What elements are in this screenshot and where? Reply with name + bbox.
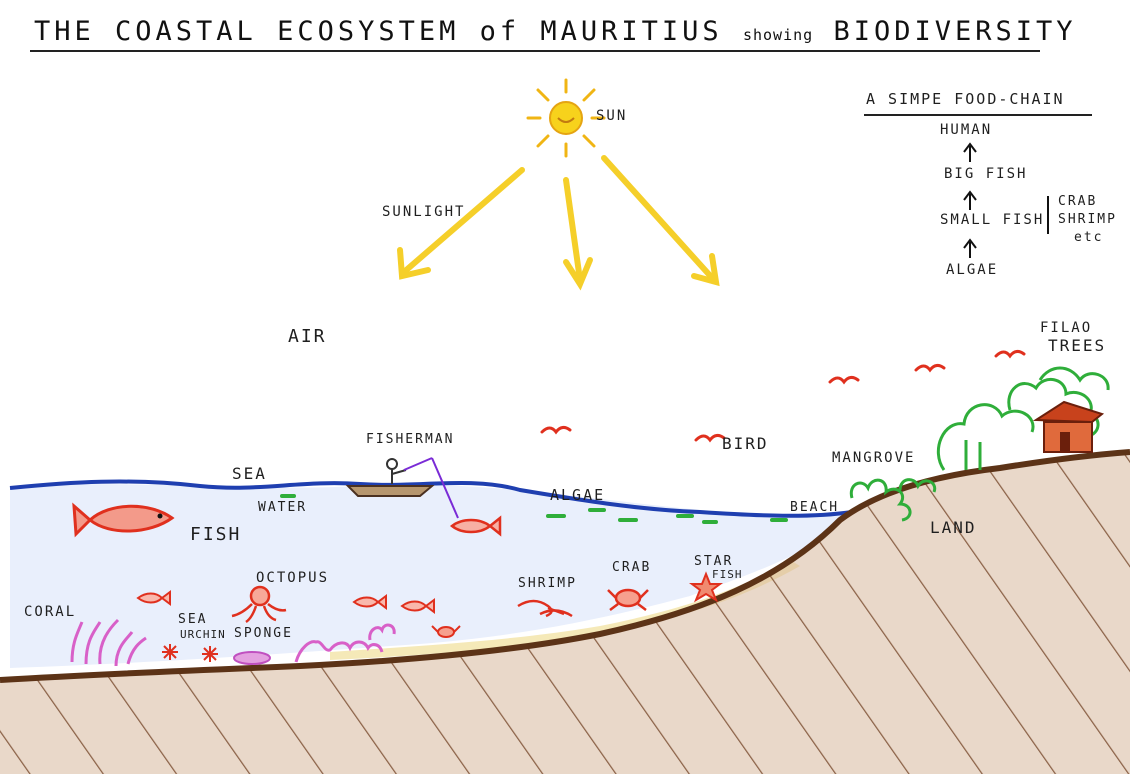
label-trees: TREES bbox=[1048, 336, 1107, 355]
food-chain-small-fish: SMALL FISH bbox=[940, 212, 1045, 228]
land-hatching bbox=[0, 452, 1130, 774]
food-chain-underline bbox=[864, 114, 1092, 116]
octopus-icon bbox=[231, 585, 287, 624]
label-sponge: SPONGE bbox=[234, 626, 293, 641]
sunlight-arrows bbox=[397, 155, 720, 291]
small-crab-icon bbox=[431, 625, 461, 638]
filao-trees-icon bbox=[937, 366, 1110, 471]
sun-icon bbox=[526, 78, 606, 158]
starfish-icon bbox=[689, 571, 723, 603]
mangrove-icon bbox=[849, 478, 937, 522]
reef-fish-icons bbox=[136, 590, 435, 614]
label-sea-urchin-line1: SEA bbox=[178, 612, 208, 627]
label-sun: SUN bbox=[596, 108, 628, 124]
food-chain-etc: etc bbox=[1074, 230, 1104, 245]
label-starfish-line1: STAR bbox=[694, 554, 734, 569]
label-shrimp: SHRIMP bbox=[518, 576, 577, 591]
food-chain-title: A SIMPE FOOD-CHAIN bbox=[866, 90, 1065, 108]
title-underline bbox=[30, 50, 1040, 52]
label-crab: CRAB bbox=[612, 560, 652, 575]
label-beach: BEACH bbox=[790, 500, 840, 515]
food-chain-arrows bbox=[963, 142, 1049, 258]
label-bird: BIRD bbox=[722, 434, 769, 453]
coral-icon bbox=[70, 618, 396, 667]
fisherman-boat-icon bbox=[345, 457, 459, 519]
bird-icons bbox=[540, 349, 1026, 443]
title-main: THE COASTAL ECOSYSTEM of MAURITIUS bbox=[34, 16, 723, 47]
title-showing: showing bbox=[742, 26, 814, 44]
label-sea-urchin-line2: URCHIN bbox=[180, 628, 226, 641]
label-fisherman: FISHERMAN bbox=[366, 432, 455, 447]
page-title: THE COASTAL ECOSYSTEM of MAURITIUS showi… bbox=[34, 16, 1077, 47]
fish-icon bbox=[72, 502, 175, 538]
label-starfish-line2: FISH bbox=[712, 568, 743, 581]
label-algae: ALGAE bbox=[550, 486, 606, 504]
label-octopus: OCTOPUS bbox=[256, 570, 330, 586]
food-chain-human: HUMAN bbox=[940, 122, 993, 138]
label-air: AIR bbox=[288, 326, 327, 347]
food-chain-crab: CRAB bbox=[1058, 194, 1098, 209]
sea-urchin-icon bbox=[162, 644, 218, 662]
label-sunlight: SUNLIGHT bbox=[382, 204, 466, 220]
land-outline bbox=[0, 449, 1130, 683]
label-coral: CORAL bbox=[24, 604, 77, 620]
sea-water bbox=[10, 484, 852, 668]
food-chain-shrimp: SHRIMP bbox=[1058, 212, 1117, 227]
shrimp-icon bbox=[517, 599, 573, 618]
small-fish-icon bbox=[449, 515, 502, 537]
label-mangrove: MANGROVE bbox=[832, 450, 916, 466]
label-fish: FISH bbox=[190, 524, 242, 545]
label-land: LAND bbox=[930, 518, 977, 537]
food-chain-algae: ALGAE bbox=[946, 262, 999, 278]
food-chain-big-fish: BIG FISH bbox=[944, 166, 1028, 182]
algae-marks bbox=[280, 494, 788, 524]
label-water: WATER bbox=[258, 500, 308, 515]
label-sea: SEA bbox=[232, 464, 267, 483]
sea-floor-sand bbox=[330, 560, 800, 660]
sponge-icon bbox=[233, 651, 271, 665]
label-filao: FILAO bbox=[1040, 320, 1093, 336]
crab-icon bbox=[607, 588, 649, 611]
house-icon bbox=[1032, 400, 1105, 453]
title-biodiversity: BIODIVERSITY bbox=[833, 16, 1077, 47]
